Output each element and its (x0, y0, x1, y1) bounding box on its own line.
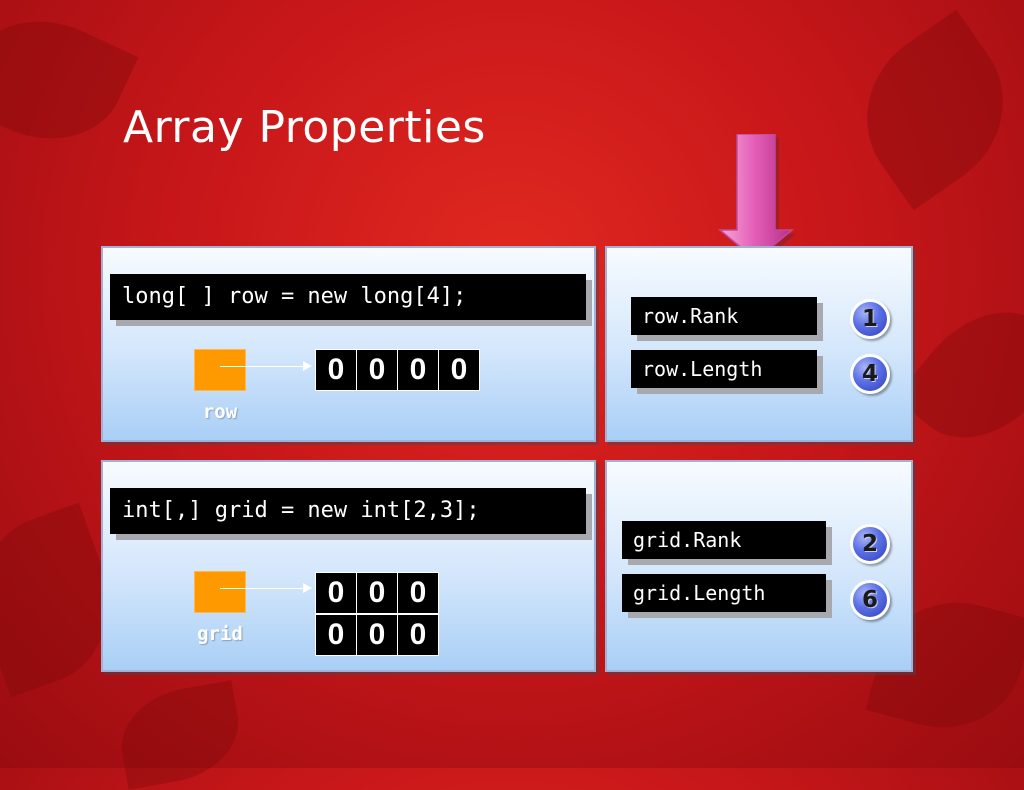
grid-properties-panel (605, 460, 913, 672)
background-leaf (894, 282, 1024, 468)
row-rank-result-badge: 1 (850, 299, 890, 339)
background-leaf (833, 9, 1024, 211)
row-rank-expression: row.Rank (631, 297, 817, 335)
grid-rank-expression: grid.Rank (622, 521, 826, 559)
down-arrow-icon (717, 134, 796, 264)
array-cell: 0 (397, 572, 439, 614)
slide-title: Array Properties (123, 102, 486, 153)
row-array-cells: 0 0 0 0 (315, 349, 480, 391)
grid-variable-label: grid (197, 623, 243, 645)
grid-array-row-2: 0 0 0 (315, 614, 439, 656)
array-cell: 0 (397, 349, 439, 391)
right-arrow-icon (303, 583, 312, 593)
row-reference-line (220, 366, 306, 367)
row-properties-panel (605, 246, 913, 442)
array-cell: 0 (356, 572, 398, 614)
background-leaf (113, 680, 247, 790)
row-length-expression: row.Length (631, 350, 817, 388)
grid-rank-result-badge: 2 (850, 524, 890, 564)
grid-length-expression: grid.Length (622, 574, 826, 612)
array-cell: 0 (315, 572, 357, 614)
grid-declaration-code: int[,] grid = new int[2,3]; (110, 488, 586, 534)
array-cell: 0 (438, 349, 480, 391)
row-declaration-code: long[ ] row = new long[4]; (110, 274, 586, 320)
grid-reference-line (220, 588, 306, 589)
array-cell: 0 (397, 614, 439, 656)
grid-array-row-1: 0 0 0 (315, 572, 439, 614)
row-reference-box (194, 349, 246, 391)
background-leaf (0, 0, 139, 167)
row-variable-label: row (202, 401, 238, 423)
grid-reference-box (194, 571, 246, 613)
array-cell: 0 (315, 614, 357, 656)
right-arrow-icon (303, 361, 312, 371)
row-length-result-badge: 4 (850, 354, 890, 394)
grid-length-result-badge: 6 (850, 580, 890, 620)
array-cell: 0 (356, 614, 398, 656)
array-cell: 0 (315, 349, 357, 391)
array-cell: 0 (356, 349, 398, 391)
